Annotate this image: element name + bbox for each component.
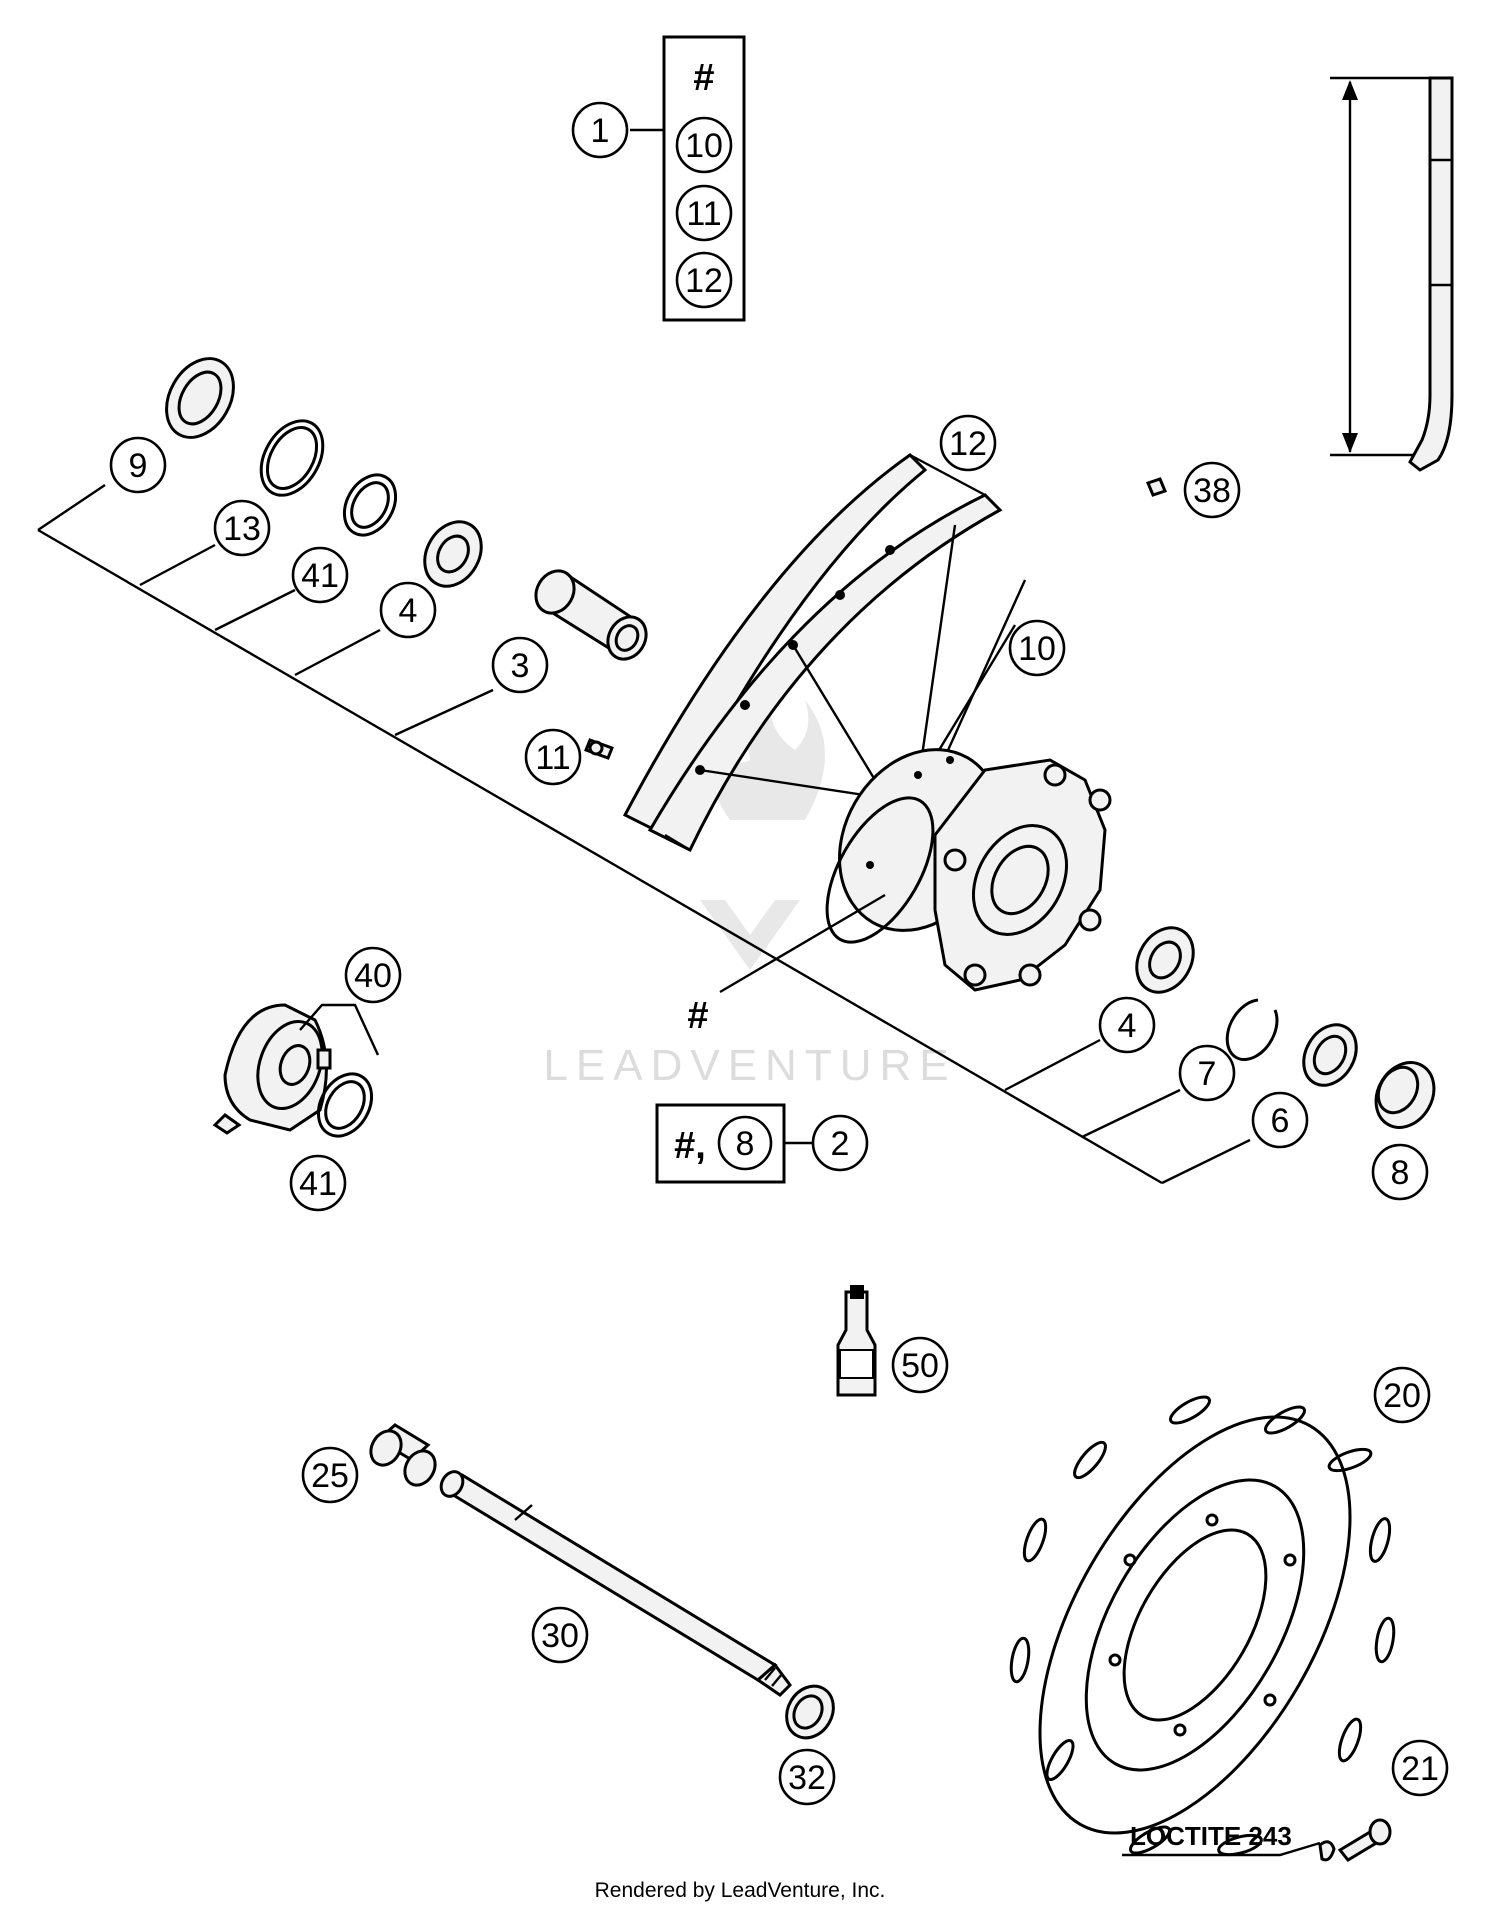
callout-1[interactable]: 1: [571, 101, 629, 159]
loctite-label: LOCTITE 243: [1130, 1821, 1292, 1851]
part-20-brake-disc[interactable]: [976, 1366, 1414, 1884]
part-9-seal[interactable]: [153, 347, 247, 450]
svg-text:3: 3: [511, 647, 530, 685]
hub-marker-leader: [719, 893, 886, 994]
callout-13[interactable]: 13: [213, 499, 271, 557]
part-6-seal[interactable]: [1293, 1015, 1367, 1094]
callout-7[interactable]: 7: [1178, 1044, 1236, 1102]
part-11-nipple[interactable]: [584, 738, 614, 760]
callout-3[interactable]: 3: [491, 636, 549, 694]
part-8-spacer[interactable]: [1365, 1052, 1446, 1138]
svg-text:11: 11: [535, 739, 570, 777]
assembly-box-part-8[interactable]: 8: [717, 1115, 773, 1171]
assembly-box: #, 8: [655, 1103, 812, 1184]
svg-text:13: 13: [223, 510, 261, 548]
callout-40-leader: [299, 1003, 380, 1056]
callout-41-bottom[interactable]: 41: [289, 1154, 347, 1212]
part-41-circlip[interactable]: [334, 466, 406, 544]
watermark-text: LEADVENTURE: [543, 1041, 956, 1090]
part-25-spacer[interactable]: [365, 1423, 441, 1491]
callout-4-bottom[interactable]: 4: [1098, 996, 1156, 1054]
svg-text:41: 41: [301, 557, 339, 595]
svg-text:4: 4: [399, 592, 418, 630]
callout-41-top[interactable]: 41: [291, 546, 349, 604]
callout-30[interactable]: 30: [531, 1606, 589, 1664]
part-21-bolt[interactable]: [1318, 1818, 1392, 1862]
loctite-leader: [1122, 1841, 1321, 1857]
part-7-circlip[interactable]: [1225, 998, 1279, 1062]
kit-box-header: #: [693, 57, 714, 99]
svg-text:20: 20: [1383, 1377, 1421, 1415]
part-4-bearing[interactable]: [413, 512, 492, 597]
svg-text:6: 6: [1271, 1102, 1290, 1140]
part-32-nut[interactable]: [777, 1678, 842, 1747]
part-50-loctite-bottle[interactable]: [836, 1285, 877, 1397]
svg-text:8: 8: [1391, 1154, 1410, 1192]
svg-text:10: 10: [685, 127, 723, 165]
svg-text:9: 9: [129, 447, 148, 485]
svg-text:30: 30: [541, 1617, 579, 1655]
callout-40[interactable]: 40: [344, 946, 402, 1004]
callout-2[interactable]: 2: [811, 1114, 869, 1172]
svg-text:2: 2: [831, 1125, 850, 1163]
callout-10[interactable]: 10: [1008, 619, 1066, 677]
callout-25[interactable]: 25: [301, 1446, 359, 1504]
part-13-ring[interactable]: [249, 410, 336, 506]
part-30-axle[interactable]: [437, 1468, 792, 1697]
part-4-bearing-right[interactable]: [1125, 918, 1204, 1003]
kit-content-12[interactable]: 12: [675, 251, 733, 309]
part-41-circlip-left[interactable]: [308, 1064, 383, 1145]
svg-text:12: 12: [949, 425, 987, 463]
callout-50[interactable]: 50: [891, 1336, 949, 1394]
kit-content-11[interactable]: 11: [675, 184, 733, 242]
svg-text:25: 25: [311, 1457, 349, 1495]
svg-text:7: 7: [1198, 1055, 1217, 1093]
spoke-drawing: [1330, 76, 1454, 472]
svg-text:4: 4: [1118, 1007, 1137, 1045]
assembly-box-prefix: #,: [674, 1125, 706, 1167]
svg-text:1: 1: [591, 112, 610, 150]
svg-text:11: 11: [686, 195, 721, 233]
hub-assembly[interactable]: [805, 720, 1112, 992]
kit-content-10[interactable]: 10: [675, 116, 733, 174]
callout-21[interactable]: 21: [1391, 1739, 1449, 1797]
leadventure-watermark: LEADVENTURE: [543, 690, 956, 1090]
callout-6[interactable]: 6: [1251, 1091, 1309, 1149]
svg-text:10: 10: [1018, 630, 1056, 668]
hub-marker: #: [687, 995, 708, 1037]
part-3-spacer[interactable]: [528, 564, 653, 666]
callout-11[interactable]: 11: [524, 728, 582, 786]
callout-9[interactable]: 9: [109, 436, 167, 494]
callout-12[interactable]: 12: [939, 414, 997, 472]
callout-8[interactable]: 8: [1371, 1143, 1429, 1201]
svg-text:41: 41: [299, 1165, 337, 1203]
svg-text:40: 40: [354, 957, 392, 995]
svg-text:32: 32: [788, 1759, 826, 1797]
callout-4-top[interactable]: 4: [379, 581, 437, 639]
svg-text:50: 50: [901, 1347, 939, 1385]
svg-text:21: 21: [1401, 1750, 1439, 1788]
callout-32[interactable]: 32: [778, 1748, 836, 1806]
v-logo-icon: [700, 900, 800, 970]
part-40-speedo-drive[interactable]: [212, 1003, 334, 1135]
flame-logo-icon: [712, 690, 825, 820]
kit-box-frame: [662, 35, 746, 322]
svg-text:8: 8: [736, 1125, 755, 1163]
callout-38[interactable]: 38: [1183, 461, 1241, 519]
footer-credit: Rendered by LeadVenture, Inc.: [595, 1879, 886, 1902]
main-axis-leader: [37, 484, 1251, 1185]
callout-20[interactable]: 20: [1373, 1366, 1431, 1424]
svg-text:38: 38: [1193, 472, 1231, 510]
svg-text:12: 12: [685, 262, 723, 300]
kit-box: # 1 10 11 12: [571, 35, 746, 322]
part-12-rim[interactable]: [622, 453, 1003, 853]
part-38-cap[interactable]: [1145, 477, 1168, 497]
